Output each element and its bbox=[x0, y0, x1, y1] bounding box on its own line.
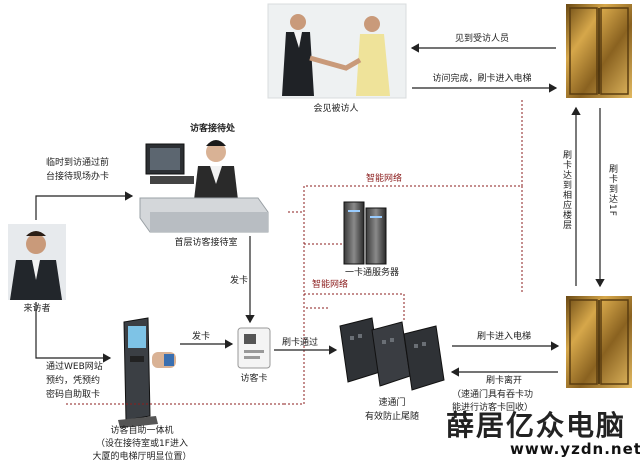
swipe-leave-label: 刷卡离开 bbox=[485, 376, 523, 386]
card-server-illustration bbox=[343, 201, 387, 265]
reception-room-label: 首层访客接待室 bbox=[174, 238, 238, 248]
swipe-enter-elevator-label: 刷卡进入电梯 bbox=[476, 332, 532, 342]
reception-title: 访客接待处 bbox=[190, 124, 236, 134]
elevator-bottom bbox=[566, 296, 632, 388]
reception-illustration bbox=[139, 140, 269, 233]
meet-visitee-caption: 会见被访人 bbox=[313, 104, 359, 114]
issue-card-right-label: 发卡 bbox=[192, 332, 211, 342]
web-line2: 预约，凭预约 bbox=[46, 376, 101, 386]
web-line1: 通过WEB网站 bbox=[46, 362, 103, 372]
meeting-photo bbox=[267, 3, 407, 99]
smart-network-label-top: 智能网络 bbox=[366, 174, 403, 184]
temp-visit-line1: 临时到访通过前 bbox=[46, 158, 110, 168]
web-line3: 密码自助取卡 bbox=[46, 390, 101, 400]
visitor-card-illustration bbox=[237, 327, 271, 369]
smart-network-label-mid: 智能网络 bbox=[312, 280, 349, 290]
watermark-logo-text: 薛居亿众电脑 bbox=[446, 409, 627, 442]
kiosk-line2: （设在接待室或1F进入 bbox=[96, 439, 188, 449]
elevator-to-floor-label: 刷卡达到相应楼层 bbox=[561, 150, 571, 230]
gate-line1: 速通门 bbox=[378, 398, 406, 408]
flow-arrows bbox=[35, 43, 605, 377]
watermark-url: www.yzdn.net bbox=[510, 440, 640, 458]
card-server-label: 一卡通服务器 bbox=[344, 268, 400, 278]
kiosk-line1: 访客自助一体机 bbox=[110, 426, 174, 436]
visitor-photo bbox=[8, 224, 66, 300]
see-visitee-label: 见到受访人员 bbox=[454, 34, 510, 44]
swipe-pass-label: 刷卡通过 bbox=[282, 338, 319, 348]
elevator-top bbox=[566, 4, 632, 98]
temp-visit-line2: 台接待现场办卡 bbox=[46, 172, 110, 182]
issue-card-down-label: 发卡 bbox=[230, 276, 249, 286]
gate-note-line2: 能进行访客卡回收） bbox=[452, 403, 534, 413]
gate-line2: 有效防止尾随 bbox=[364, 412, 420, 422]
speed-gate-illustration bbox=[339, 317, 445, 391]
elevator-1f-label: 刷卡到达1F bbox=[607, 164, 617, 217]
visit-done-label: 访问完成，刷卡进入电梯 bbox=[432, 74, 532, 84]
smart-network-lines bbox=[66, 100, 523, 405]
gate-note-line1: （速通门具有吞卡功 bbox=[452, 390, 534, 400]
kiosk-illustration bbox=[118, 317, 176, 428]
visitor-card-label: 访客卡 bbox=[240, 374, 268, 384]
visitor-label: 来访者 bbox=[23, 304, 51, 314]
kiosk-line3: 大厦的电梯厅明显位置） bbox=[92, 452, 192, 462]
